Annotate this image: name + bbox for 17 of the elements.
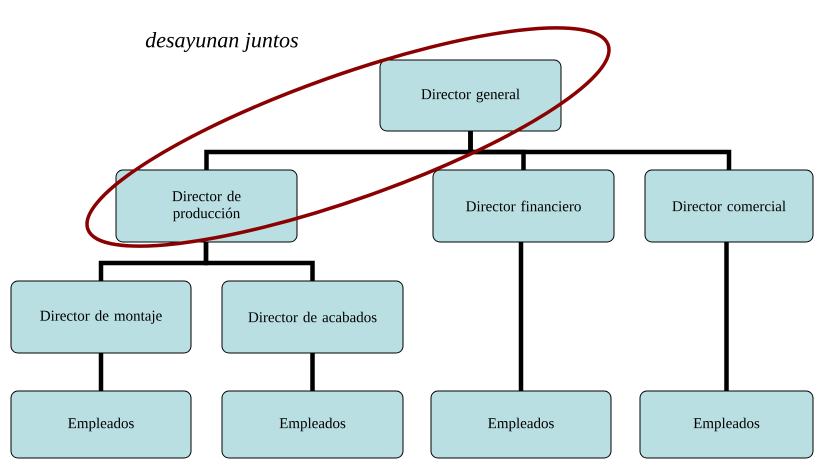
position-box: Director general (380, 60, 562, 132)
position-box: Director financiero (432, 170, 614, 242)
position-box: Empleados (430, 390, 612, 458)
connector-line (98, 354, 104, 390)
position-box: Director de montaje (10, 280, 192, 354)
position-box: Director comercial (644, 170, 814, 242)
connector-line (518, 242, 524, 390)
position-box: Empleados (222, 390, 404, 458)
position-box: Empleados (10, 390, 192, 458)
annotation-text: desayunan juntos (146, 32, 298, 52)
connector-line (204, 242, 315, 280)
connector-line (468, 132, 732, 170)
position-box: Director de acabados (222, 280, 404, 354)
connector-line (724, 242, 729, 390)
connector-line (310, 354, 315, 390)
position-box: Empleados (640, 390, 814, 458)
position-box: Director de producción (116, 170, 298, 242)
